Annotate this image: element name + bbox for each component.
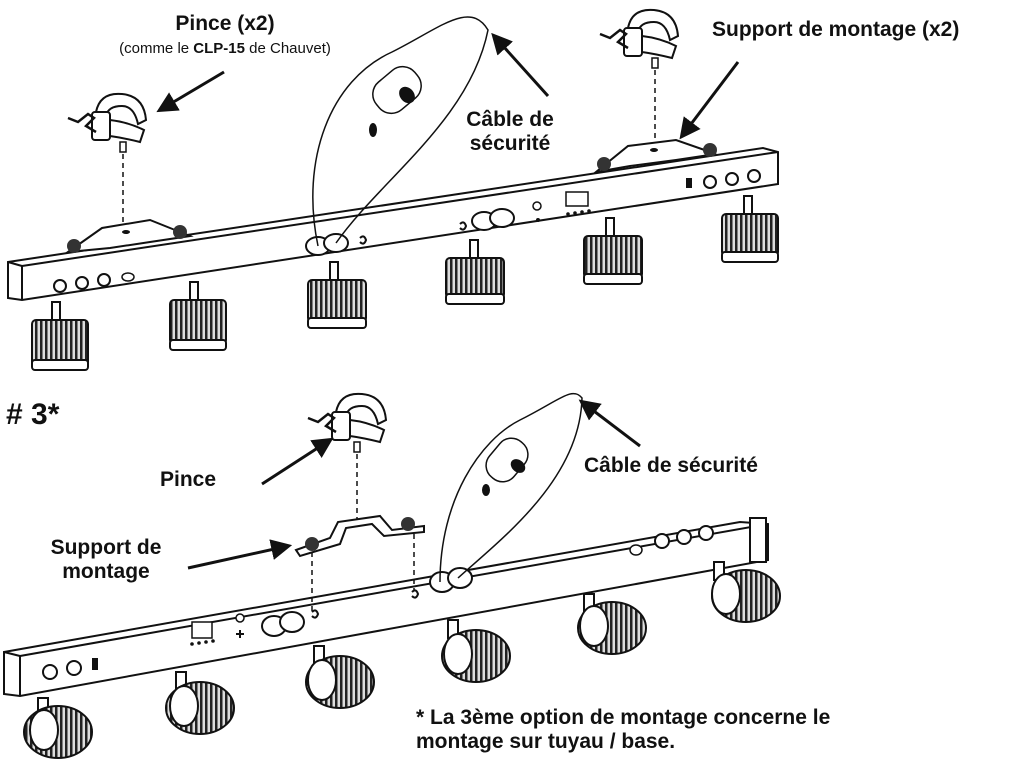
option-heading: # 3* [6, 398, 60, 431]
footnote: * La 3ème option de montage concerne le … [416, 706, 830, 754]
clamp-note-suffix: de Chauvet) [244, 40, 331, 57]
bar-connectors-right [686, 169, 761, 189]
clamp-icon [307, 392, 388, 453]
arrow-safety-cable-bottom [578, 399, 641, 448]
light-head [445, 239, 505, 305]
clamp-icon [599, 8, 680, 69]
light-head [305, 645, 375, 709]
light-head [721, 195, 779, 263]
clamp-icon [67, 92, 148, 153]
top-light-heads [31, 195, 779, 371]
label-line: Support de [50, 536, 162, 559]
arrow-clamp [156, 70, 225, 113]
footnote-line: montage sur tuyau / base. [416, 730, 676, 754]
light-head [441, 619, 511, 683]
mount-bracket-right [592, 138, 717, 174]
light-head [577, 593, 647, 655]
label-safety-cable-top: Câble de sécurité [440, 108, 580, 156]
arrow-safety-cable-top [491, 32, 550, 98]
label-clamp: Pince [160, 468, 217, 491]
safety-cable-holes [261, 567, 473, 637]
bar-display-panel [190, 613, 245, 646]
label-safety-cable-bottom: Câble de sécurité [584, 454, 758, 477]
clamp-note-model: CLP-15 [193, 40, 245, 57]
top-light-bar [7, 138, 779, 302]
label-line: montage [62, 560, 150, 584]
light-head [169, 281, 227, 351]
label-clamp-x2: Pince (x2) [175, 12, 275, 35]
mount-bracket-left [64, 218, 194, 254]
label-mount-bracket-x2: Support de montage (x2) [712, 18, 960, 41]
bottom-light-bar [3, 517, 769, 698]
arrow-mount-bracket [187, 539, 293, 570]
arrow-mount-bracket [679, 61, 740, 140]
light-head [31, 301, 89, 371]
label-mount-bracket: Support de montage [26, 536, 186, 584]
label-clamp-note: (comme le CLP-15 de Chauvet) [40, 40, 410, 57]
arrow-clamp [261, 437, 334, 486]
bar-connectors-right [629, 525, 714, 556]
light-head [165, 671, 235, 735]
light-head [711, 561, 781, 623]
safety-cable-top [312, 16, 489, 247]
bottom-light-heads [23, 561, 781, 759]
mount-bracket-icon [294, 514, 425, 558]
light-head [307, 261, 367, 329]
clamp-note-prefix: (comme le [119, 40, 194, 57]
footnote-line: * La 3ème option de montage concerne le [416, 706, 831, 729]
label-line: sécurité [469, 132, 551, 156]
light-head [583, 217, 643, 285]
label-line: Câble de [466, 108, 554, 131]
bar-connectors-left [53, 272, 135, 293]
bar-display-panel [532, 191, 591, 222]
light-head [23, 697, 93, 759]
safety-cable-bottom [439, 392, 583, 583]
bar-connectors-left [42, 658, 98, 680]
